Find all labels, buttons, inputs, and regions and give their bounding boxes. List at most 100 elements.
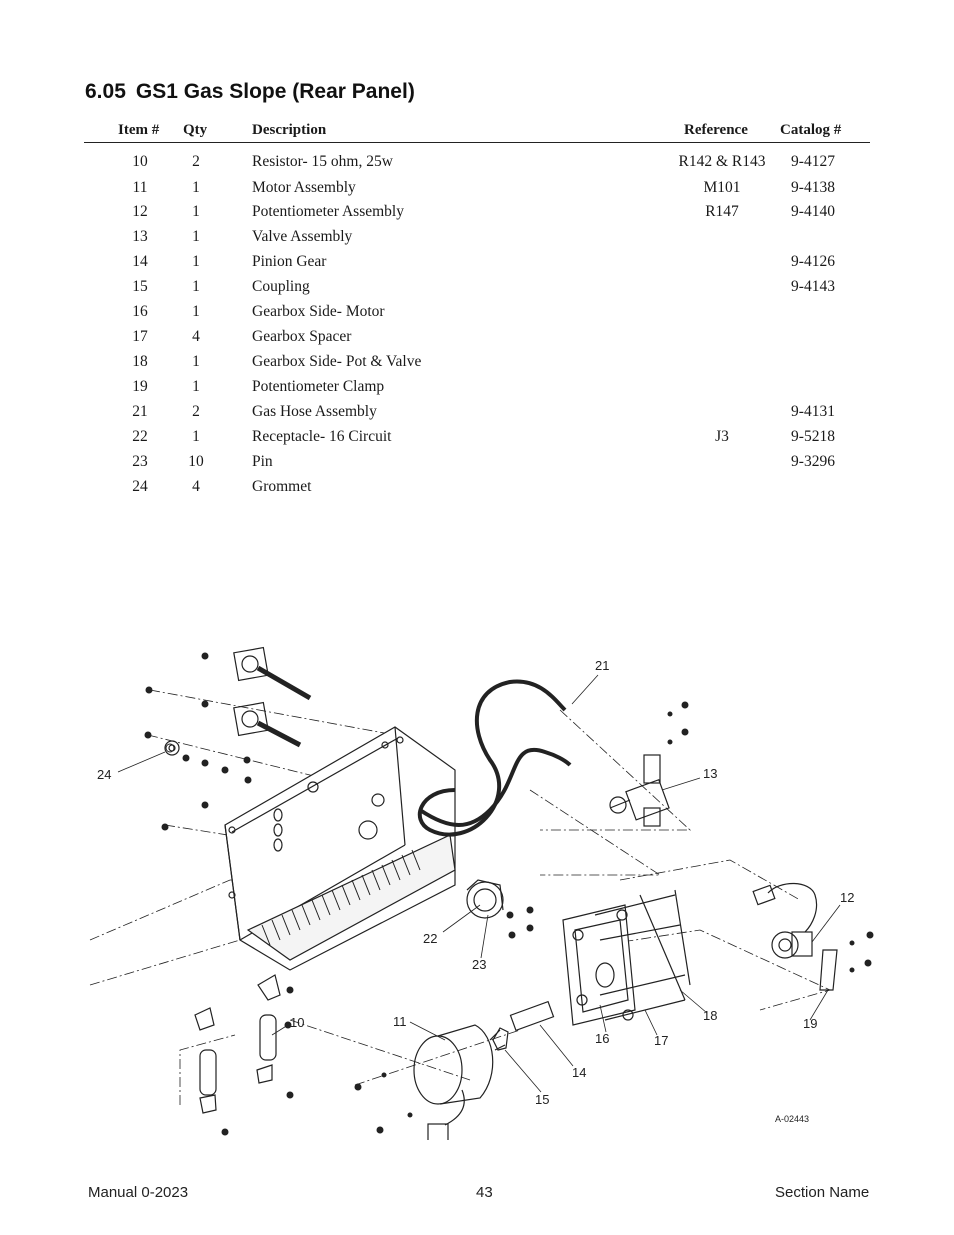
cell-catalog: 9-3296 [791,453,835,470]
cell-item: 10 [132,153,148,170]
cell-qty: 1 [192,303,200,320]
cell-item: 22 [132,428,148,445]
grommet-part [164,740,180,756]
callout-24: 24 [97,767,111,782]
cell-item: 15 [132,278,148,295]
cell-qty: 4 [192,478,200,495]
table-row: 10 2 Resistor- 15 ohm, 25w R142 & R143 9… [0,153,954,175]
potentiometer-assembly [752,882,838,991]
cell-qty: 1 [192,278,200,295]
cell-qty: 4 [192,328,200,345]
header-reference: Reference [684,122,748,138]
rear-panel-chassis [224,726,456,971]
cell-item: 11 [132,179,148,196]
lower-resistors [194,974,281,1114]
cell-description: Coupling [252,278,310,295]
cell-item: 17 [132,328,148,345]
cell-description: Gearbox Side- Pot & Valve [252,353,422,370]
motor-assembly [413,1000,555,1140]
callout-16: 16 [595,1031,609,1046]
cell-item: 24 [132,478,148,495]
cell-catalog: 9-4131 [791,403,835,420]
cell-item: 12 [132,203,148,220]
table-row: 18 1 Gearbox Side- Pot & Valve [0,353,954,375]
cell-description: Receptacle- 16 Circuit [252,428,392,445]
cell-qty: 1 [192,353,200,370]
cell-reference: R147 [705,203,739,220]
cell-reference: J3 [715,428,729,445]
cell-description: Gas Hose Assembly [252,403,377,420]
callout-22: 22 [423,931,437,946]
cell-catalog: 9-4140 [791,203,835,220]
vent-slots [261,849,421,946]
cell-description: Pin [252,453,273,470]
callout-12: 12 [840,890,854,905]
table-row: 15 1 Coupling 9-4143 [0,278,954,300]
callout-23: 23 [472,957,486,972]
cell-reference: M101 [703,179,741,196]
header-description: Description [252,122,327,138]
assembly-guide-lines [89,689,832,1105]
cell-item: 16 [132,303,148,320]
cell-item: 21 [132,403,148,420]
table-row: 13 1 Valve Assembly [0,228,954,250]
cell-description: Gearbox Side- Motor [252,303,385,320]
cell-description: Grommet [252,478,312,495]
header-qty: Qty [183,122,208,138]
cell-description: Gearbox Spacer [252,328,352,345]
callout-leaders [117,674,841,1093]
callout-11: 11 [393,1014,407,1029]
table-row: 21 2 Gas Hose Assembly 9-4131 [0,403,954,425]
valve-assembly [609,754,670,827]
footer-section-name: Section Name [775,1184,870,1201]
screws [144,652,874,1136]
section-number: 6.05 [85,80,126,103]
callout-10: 10 [290,1015,304,1030]
cell-description: Resistor- 15 ohm, 25w [252,153,393,170]
drawing-id: A-02443 [775,1114,809,1124]
cell-description: Motor Assembly [252,179,356,196]
cell-item: 19 [132,378,148,395]
callout-15: 15 [535,1092,549,1107]
section-title-text: GS1 Gas Slope (Rear Panel) [135,80,415,103]
cell-reference: R142 & R143 [678,153,766,170]
gas-hoses [417,679,572,837]
cell-item: 13 [132,228,148,245]
cell-qty: 1 [192,228,200,245]
table-row: 14 1 Pinion Gear 9-4126 [0,253,954,275]
cell-description: Valve Assembly [252,228,353,245]
cell-catalog: 9-4126 [791,253,835,270]
header-catalog: Catalog # [780,122,842,138]
table-row: 11 1 Motor Assembly M101 9-4138 [0,179,954,201]
cell-catalog: 9-4138 [791,179,835,196]
table-row: 22 1 Receptacle- 16 Circuit J3 9-5218 [0,428,954,450]
callout-21: 21 [595,658,609,673]
cell-qty: 2 [192,403,200,420]
cell-qty: 1 [192,428,200,445]
cell-qty: 1 [192,203,200,220]
cell-qty: 10 [188,453,204,470]
cell-catalog: 9-5218 [791,428,835,445]
header-item: Item # [118,122,160,138]
table-row: 24 4 Grommet [0,478,954,500]
callout-18: 18 [703,1008,717,1023]
cell-description: Pinion Gear [252,253,327,270]
cell-item: 23 [132,453,148,470]
section-title: 6.05 GS1 Gas Slope (Rear Panel) [85,80,415,104]
footer-page-number: 43 [476,1184,493,1201]
table-row: 17 4 Gearbox Spacer [0,328,954,350]
receptacle-part [466,879,504,919]
cell-description: Potentiometer Clamp [252,378,385,395]
callout-14: 14 [572,1065,586,1080]
resistor-terminals [233,646,312,748]
cell-catalog: 9-4127 [791,153,835,170]
gearbox-assembly [562,889,691,1026]
table-row: 16 1 Gearbox Side- Motor [0,303,954,325]
cell-qty: 1 [192,179,200,196]
table-row: 12 1 Potentiometer Assembly R147 9-4140 [0,203,954,225]
cell-qty: 1 [192,378,200,395]
cell-item: 14 [132,253,148,270]
table-row: 19 1 Potentiometer Clamp [0,378,954,400]
callout-19: 19 [803,1016,817,1031]
header-rule [84,142,870,143]
